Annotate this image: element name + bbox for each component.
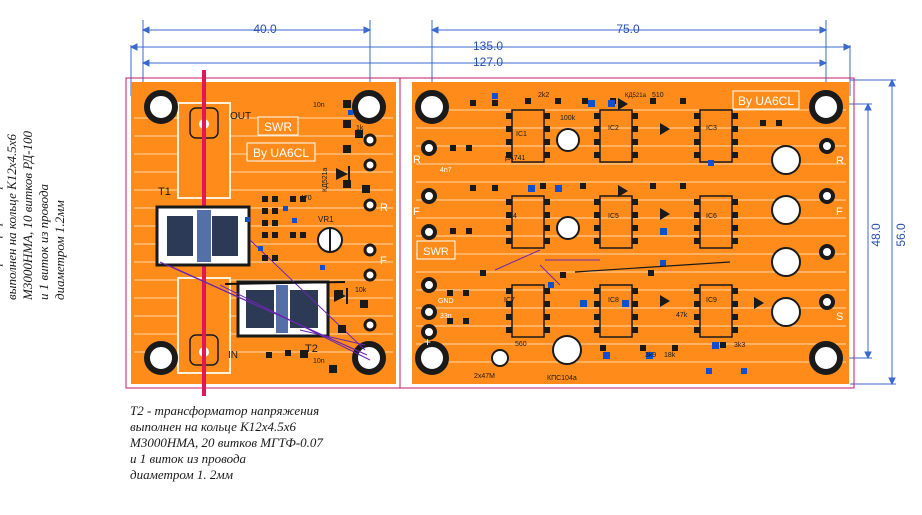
ic1-label: IC1 bbox=[516, 131, 527, 138]
vr1-label: VR1 bbox=[318, 215, 334, 224]
dimension-127: 127.0 bbox=[473, 55, 503, 69]
right-f-mid-label: F bbox=[413, 206, 420, 218]
right-board: By UA6CL SWR R F R F S GND + IC1 IC2 IC3… bbox=[412, 82, 849, 384]
left-board: SWR By UA6CL OUT IN T1 T2 VR1 R F 10n 10… bbox=[131, 70, 396, 396]
r-100k-label: 100k bbox=[560, 115, 576, 122]
right-swr-label: SWR bbox=[423, 246, 449, 258]
left-10n-a-label: 10n bbox=[313, 102, 325, 109]
left-author-label: By UA6CL bbox=[253, 146, 309, 160]
left-10k-label: 10k bbox=[355, 287, 367, 294]
left-r-label: R bbox=[380, 202, 388, 214]
dimension-56: 56.0 bbox=[894, 223, 908, 247]
t2-label: T2 bbox=[305, 343, 318, 355]
left-1k-label: 1k bbox=[356, 125, 364, 132]
dimension-135: 135.0 bbox=[473, 39, 503, 53]
r-3k3-label: 3k3 bbox=[734, 342, 745, 349]
dimension-40: 40.0 bbox=[253, 22, 277, 36]
right-f-edge-label: F bbox=[836, 206, 843, 218]
right-dimensions bbox=[826, 78, 896, 386]
c-2x47m-label: 2x47M bbox=[474, 373, 495, 380]
t1-transformer-note: T1 - трансформатор тока выполнен на коль… bbox=[0, 131, 67, 300]
plus-label: + bbox=[424, 335, 431, 349]
ic5-label: IC5 bbox=[608, 213, 619, 220]
board-outline bbox=[125, 77, 855, 389]
gnd-label: GND bbox=[438, 298, 454, 305]
ic3-label: IC3 bbox=[706, 125, 717, 132]
top-dimensions bbox=[129, 20, 852, 96]
r-3k9-label: 3k9 bbox=[645, 352, 656, 359]
right-r-edge-label: R bbox=[836, 155, 844, 167]
c-33n-label: 33n bbox=[440, 313, 452, 320]
ic8-label: IC8 bbox=[608, 297, 619, 304]
r-18k-label: 18k bbox=[664, 352, 676, 359]
opamp-label: µA741 bbox=[505, 155, 525, 162]
dimension-48: 48.0 bbox=[869, 223, 883, 247]
t2-transformer-note: T2 - трансформатор напряжения выполнен н… bbox=[130, 403, 323, 482]
ic2-label: IC2 bbox=[608, 125, 619, 132]
ic7-label: IC7 bbox=[504, 297, 515, 304]
t1-label: T1 bbox=[158, 186, 171, 198]
left-swr-label: SWR bbox=[264, 120, 292, 134]
right-s-label: S bbox=[836, 311, 843, 323]
r-2k2-label: 2k2 bbox=[538, 92, 549, 99]
right-author-label: By UA6CL bbox=[738, 94, 794, 108]
left-diode-label: КД521a bbox=[322, 168, 329, 192]
r-47k-label: 47k bbox=[676, 312, 688, 319]
left-f-label: F bbox=[380, 255, 387, 267]
r-510-label: 510 bbox=[652, 92, 664, 99]
r-560-label: 560 bbox=[515, 341, 527, 348]
transistor-type-label: КПС104a bbox=[547, 375, 577, 382]
c-4n7-label: 4n7 bbox=[440, 167, 452, 174]
dimension-75: 75.0 bbox=[616, 22, 640, 36]
ic4-label: IC4 bbox=[506, 213, 517, 220]
left-10n-b-label: 10n bbox=[313, 358, 325, 365]
ic6-label: IC6 bbox=[706, 213, 717, 220]
left-470-label: 470 bbox=[300, 195, 312, 202]
right-r-top-label: R bbox=[413, 154, 421, 166]
ic9-label: IC9 bbox=[706, 297, 717, 304]
in-label: IN bbox=[228, 350, 238, 361]
diode-type-label: КД521a bbox=[625, 93, 647, 99]
out-label: OUT bbox=[230, 111, 251, 122]
